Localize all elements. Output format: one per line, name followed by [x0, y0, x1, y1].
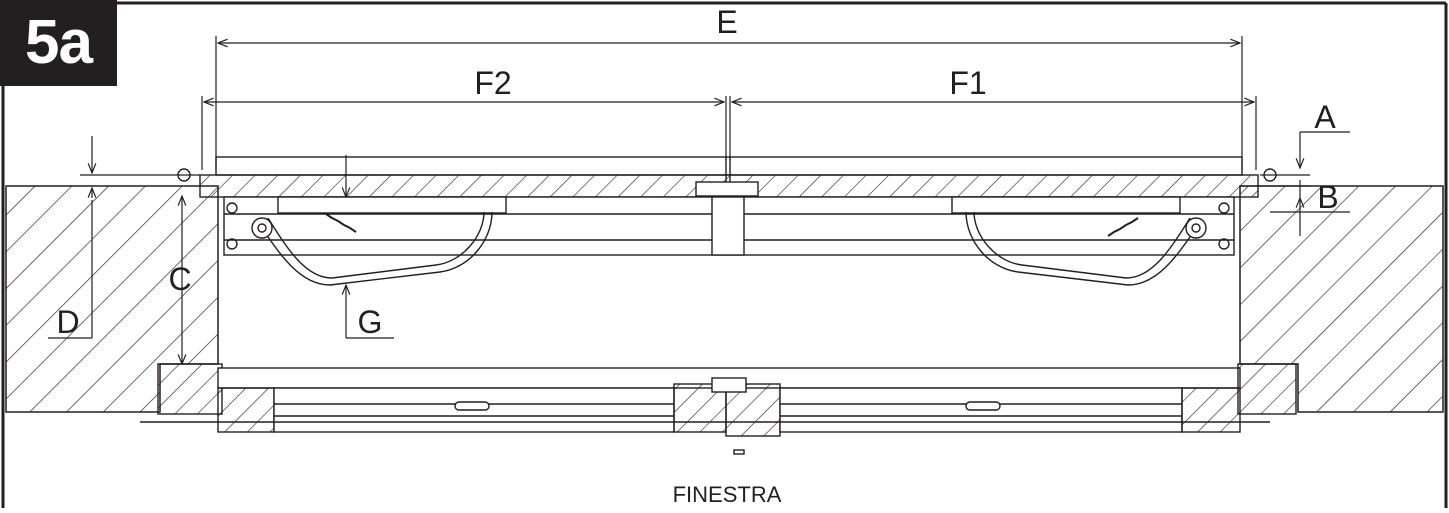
label-F1: F1 — [949, 65, 986, 101]
label-F2: F2 — [474, 65, 511, 101]
left-arm — [226, 202, 493, 286]
label-B: B — [1317, 179, 1338, 215]
label-D: D — [56, 304, 79, 340]
caption-finestra: FINESTRA — [673, 482, 782, 507]
label-E: E — [716, 4, 737, 40]
right-arm — [965, 202, 1230, 286]
label-C: C — [168, 261, 191, 297]
figure-badge: 5a — [0, 0, 117, 86]
dimension-lines — [48, 36, 1350, 364]
top-frame — [199, 156, 1259, 198]
label-G: G — [358, 304, 383, 340]
window-sashes — [140, 363, 1297, 455]
motor-rail — [223, 196, 1235, 256]
label-A: A — [1314, 99, 1336, 135]
